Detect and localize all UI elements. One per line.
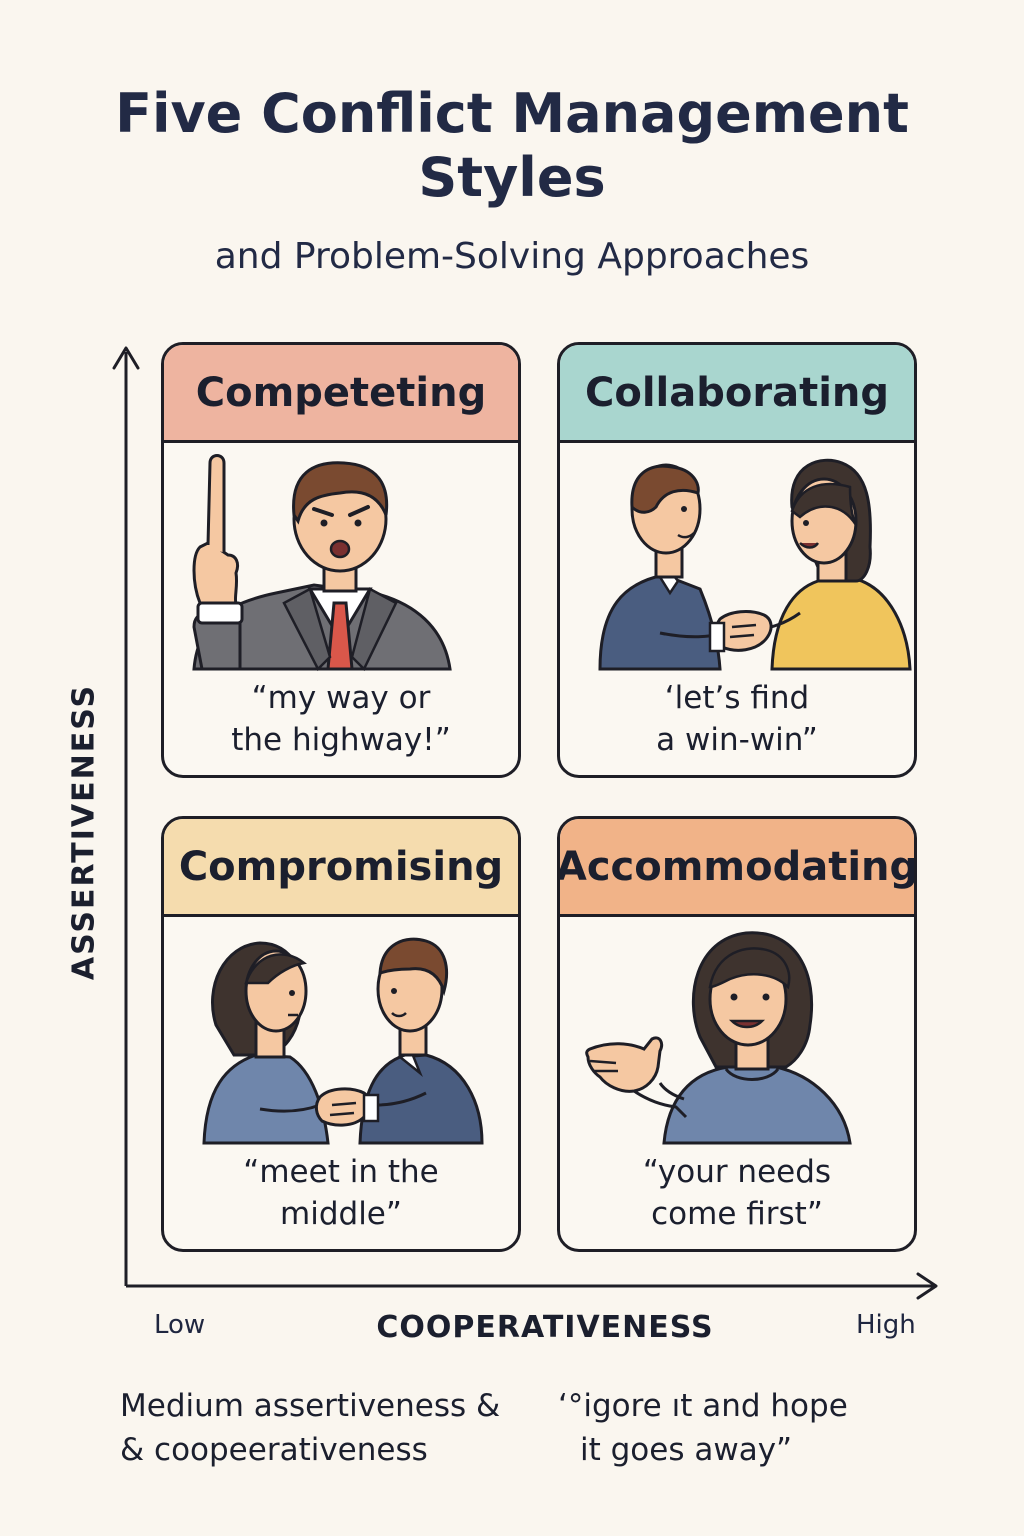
card-compromising-title: Compromising bbox=[164, 819, 518, 917]
quote-line: “meet in the bbox=[243, 1154, 439, 1190]
card-collaborating-quote: ‘let’s find a win-win” bbox=[560, 677, 914, 761]
page-title-line-1: Five Conflict Management bbox=[115, 82, 909, 145]
card-accommodating: Accommodating “your needs come first” bbox=[557, 816, 917, 1252]
quote-line: “your needs bbox=[642, 1154, 832, 1190]
quote-line: a win-win” bbox=[656, 722, 818, 758]
card-competing-quote: “my way or the highway!” bbox=[164, 677, 518, 761]
x-axis-low-label: Low bbox=[154, 1310, 206, 1340]
collaborating-handshake-illustration-icon bbox=[598, 458, 912, 671]
note-line: it goes away” bbox=[580, 1432, 793, 1468]
card-collaborating-title: Collaborating bbox=[560, 345, 914, 443]
card-competing: Competeting “my way or the highway!” bbox=[161, 342, 521, 778]
page-title: Five Conflict Management Styles bbox=[0, 82, 1024, 210]
note-compromising-description: Medium assertiveness & & coopeerativenes… bbox=[120, 1384, 500, 1472]
quote-line: the highway!” bbox=[231, 722, 451, 758]
compromising-handshake-illustration-icon bbox=[202, 937, 484, 1145]
quote-line: “my way or bbox=[251, 680, 431, 716]
card-accommodating-quote: “your needs come first” bbox=[560, 1151, 914, 1235]
quote-line: middle” bbox=[280, 1196, 402, 1232]
card-collaborating: Collaborating ‘let’s find a win-win” bbox=[557, 342, 917, 778]
x-axis-label: COOPERATIVENESS bbox=[376, 1310, 714, 1345]
card-compromising-quote: “meet in the middle” bbox=[164, 1151, 518, 1235]
y-axis-arrow-icon bbox=[112, 346, 140, 370]
quote-line: ‘let’s find bbox=[664, 680, 810, 716]
card-accommodating-title: Accommodating bbox=[560, 819, 914, 917]
card-competing-title: Competeting bbox=[164, 345, 518, 443]
accommodating-woman-gesture-illustration-icon bbox=[585, 931, 852, 1145]
x-axis-high-label: High bbox=[856, 1310, 916, 1340]
x-axis-arrow-icon bbox=[916, 1272, 938, 1300]
note-line: ‘°igore ıt and hope bbox=[558, 1388, 848, 1424]
competing-man-pointing-illustration-icon bbox=[192, 454, 452, 672]
page-title-line-2: Styles bbox=[418, 146, 606, 209]
quote-line: come first” bbox=[651, 1196, 823, 1232]
note-avoiding-quote: ‘°igore ıt and hope it goes away” bbox=[558, 1384, 848, 1472]
note-line: & coopeerativeness bbox=[120, 1432, 428, 1468]
page-subtitle: and Problem-Solving Approaches bbox=[214, 236, 810, 277]
note-line: Medium assertiveness & bbox=[120, 1388, 501, 1424]
card-compromising: Compromising “meet in the middle” bbox=[161, 816, 521, 1252]
